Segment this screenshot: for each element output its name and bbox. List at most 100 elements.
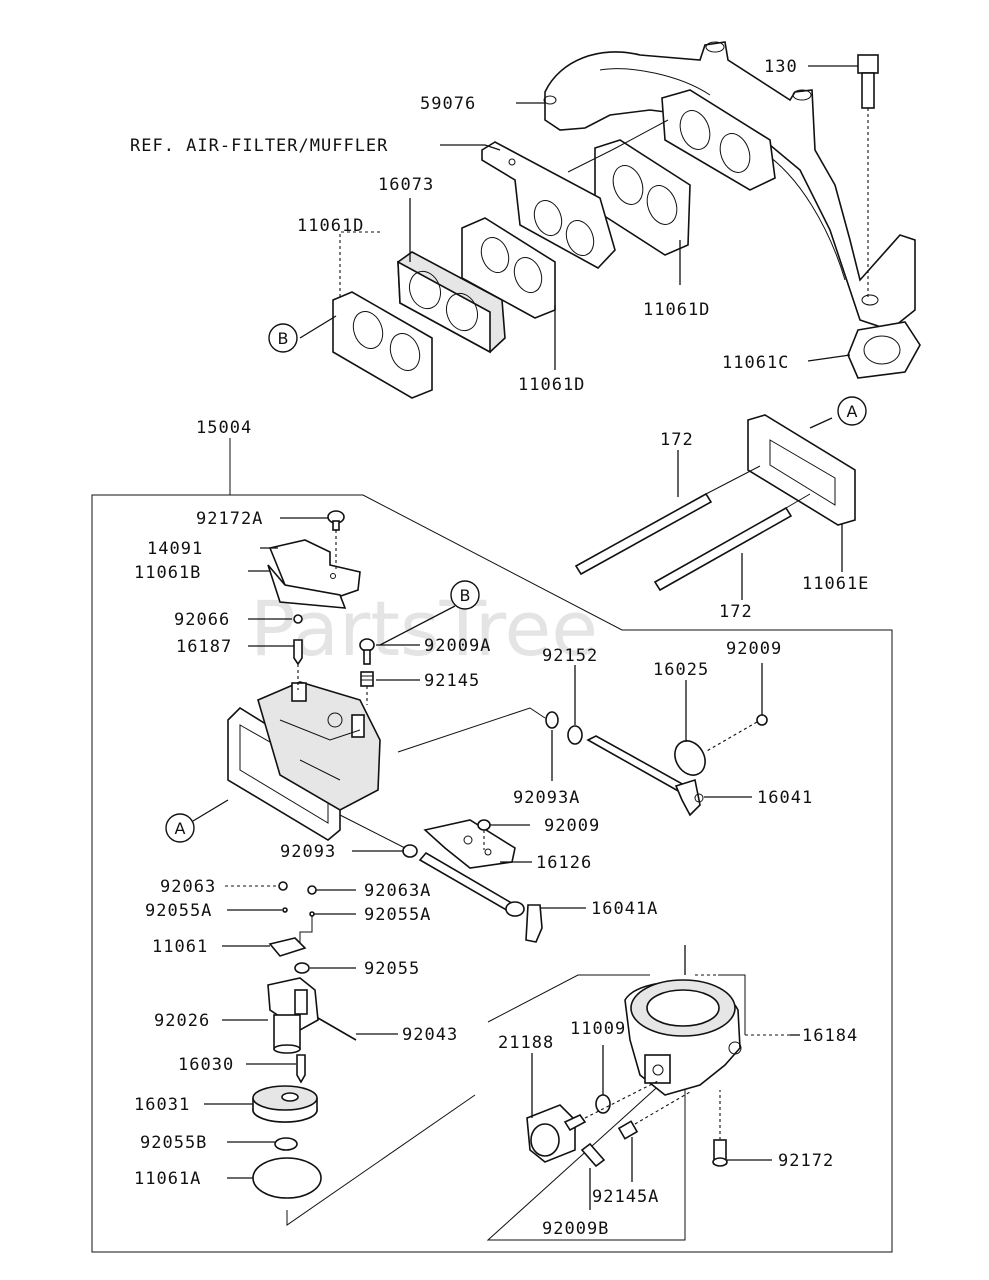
gasket-11061D-left	[332, 291, 433, 399]
callout-B-left: B	[268, 323, 298, 353]
label-92055A-b: 92055A	[364, 905, 431, 925]
label-16031: 16031	[134, 1095, 190, 1115]
leaders-lower	[204, 517, 772, 1179]
gasket-11061E	[747, 414, 856, 572]
screw-92009A	[359, 638, 375, 665]
shaft-16041	[586, 735, 704, 817]
plug-92066	[293, 614, 303, 624]
label-11061D-a: 11061D	[297, 216, 364, 236]
label-16030: 16030	[178, 1055, 234, 1075]
air-filter-bracket	[481, 141, 616, 269]
gasket-11061C	[847, 321, 921, 379]
leader-A-left	[192, 799, 229, 822]
label-92043: 92043	[402, 1025, 458, 1045]
fuel-body-16184	[624, 979, 742, 1096]
needle-16187	[293, 639, 303, 666]
label-ref-air-filter: REF. AIR-FILTER/MUFFLER	[130, 136, 388, 156]
carburetor-body	[227, 681, 381, 841]
stud-172-upper	[574, 465, 761, 576]
label-16041: 16041	[757, 788, 813, 808]
label-92152: 92152	[542, 646, 598, 666]
bracket-14091	[267, 539, 361, 609]
dash-11009	[584, 1079, 661, 1119]
spring-92145A	[617, 1091, 691, 1140]
needle-16030	[296, 1054, 306, 1084]
jet-92063A	[307, 885, 317, 895]
gasket-11061A	[252, 1157, 322, 1199]
seal-92093A	[545, 711, 559, 729]
manifold-flange	[661, 89, 776, 191]
gasket-11061	[268, 937, 307, 957]
label-11009: 11009	[570, 1019, 626, 1039]
label-11061: 11061	[152, 937, 208, 957]
leaders-top	[299, 65, 858, 370]
ring-92055A-a	[282, 907, 288, 913]
float-92026	[267, 977, 319, 1054]
callout-A-top: A	[837, 396, 867, 426]
label-16073: 16073	[378, 175, 434, 195]
shaft-16041A	[418, 851, 543, 943]
label-92145: 92145	[424, 671, 480, 691]
label-172-b: 172	[719, 602, 753, 622]
jet-92063	[278, 881, 288, 891]
label-92009-a: 92009	[726, 639, 782, 659]
assembly-frame	[91, 438, 893, 1253]
label-92093: 92093	[280, 842, 336, 862]
leader-B-top	[379, 605, 456, 646]
label-11061E: 11061E	[802, 574, 869, 594]
label-92093A: 92093A	[513, 788, 580, 808]
label-92055B: 92055B	[140, 1133, 207, 1153]
label-92009B: 92009B	[542, 1219, 609, 1239]
label-11061D-b: 11061D	[643, 300, 710, 320]
svg-text:B: B	[278, 329, 289, 348]
label-92063: 92063	[160, 877, 216, 897]
label-59076: 59076	[420, 94, 476, 114]
solenoid-21188	[526, 1104, 587, 1163]
label-172-a: 172	[660, 430, 694, 450]
screw-92009B	[580, 1142, 606, 1168]
label-11061B: 11061B	[134, 563, 201, 583]
ring-92055B	[274, 1137, 298, 1151]
label-11061A: 11061A	[134, 1169, 201, 1189]
svg-text:A: A	[847, 402, 858, 421]
bowl-guide	[286, 1094, 476, 1226]
label-92009-b: 92009	[544, 816, 600, 836]
label-16187: 16187	[176, 637, 232, 657]
ring-92055A-b	[309, 911, 315, 917]
seal-92093	[402, 844, 418, 858]
spring-92145	[360, 671, 374, 705]
label-92009A: 92009A	[424, 636, 491, 656]
dash-92055A	[299, 916, 313, 945]
label-21188: 21188	[498, 1033, 554, 1053]
label-11061D-c: 11061D	[518, 375, 585, 395]
svg-text:B: B	[460, 586, 471, 605]
label-92172A: 92172A	[196, 509, 263, 529]
label-92066: 92066	[174, 610, 230, 630]
guide-92093	[339, 814, 406, 849]
label-16184: 16184	[802, 1026, 858, 1046]
label-15004: 15004	[196, 418, 252, 438]
insulator-16073	[397, 251, 506, 354]
label-14091: 14091	[147, 539, 203, 559]
label-92055: 92055	[364, 959, 420, 979]
label-16025: 16025	[653, 660, 709, 680]
label-11061C: 11061C	[722, 353, 789, 373]
stud-172-lower	[653, 493, 811, 592]
bolt-130	[857, 54, 879, 300]
label-92026: 92026	[154, 1011, 210, 1031]
screw-92172	[712, 1090, 728, 1167]
collar-92152	[567, 725, 583, 745]
screw-92009-a	[704, 714, 768, 753]
plate-16025	[674, 740, 706, 776]
ring-92055	[294, 962, 310, 974]
pin-92043	[317, 1017, 357, 1041]
callout-B-top: B	[450, 580, 480, 610]
label-16041A: 16041A	[591, 899, 658, 919]
label-130: 130	[764, 57, 798, 77]
label-92063A: 92063A	[364, 881, 431, 901]
label-92055A-a: 92055A	[145, 901, 212, 921]
label-92145A: 92145A	[592, 1187, 659, 1207]
bowl-16031	[252, 1085, 318, 1123]
callout-A-left: A	[165, 813, 195, 843]
